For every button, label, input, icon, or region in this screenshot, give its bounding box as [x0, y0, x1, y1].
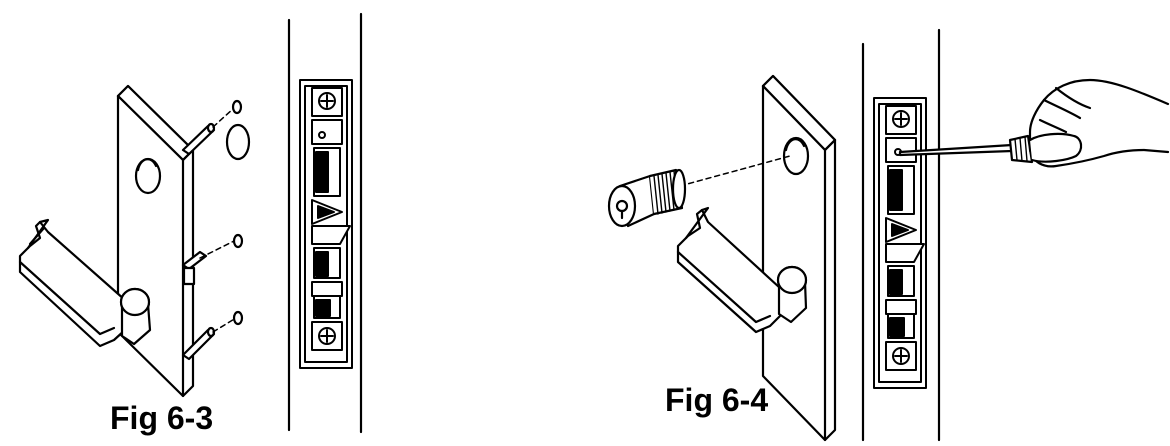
hand-icon: [1028, 78, 1170, 168]
screw-middle-icon: [232, 233, 244, 249]
figure-caption-6-4: Fig 6-4: [665, 382, 769, 418]
mortise-lock-body: [873, 97, 927, 389]
mounting-stud-top: [181, 122, 216, 156]
figure-caption-6-3: Fig 6-3: [110, 400, 214, 436]
screw-bottom-icon: [232, 310, 244, 326]
screw-top-icon: [231, 99, 243, 115]
figure-6-3: [18, 12, 363, 434]
mortise-cylinder: [607, 168, 687, 228]
cover-cap-icon: [225, 123, 251, 161]
lever-handle: [676, 206, 808, 334]
cylinder-hole: [134, 157, 162, 195]
screwdriver-icon: [898, 134, 1034, 164]
mounting-stud-middle: [181, 250, 208, 286]
figure-6-4: [607, 28, 1170, 442]
trim-plate: [761, 74, 837, 442]
keyway-icon: [615, 199, 629, 213]
trim-plate: [116, 84, 195, 398]
alignment-lines: [199, 107, 237, 333]
cylinder-hole: [782, 136, 810, 176]
lever-handle: [18, 218, 152, 348]
cylinder-alignment-line: [679, 155, 791, 187]
mortise-lock-body: [299, 79, 353, 369]
